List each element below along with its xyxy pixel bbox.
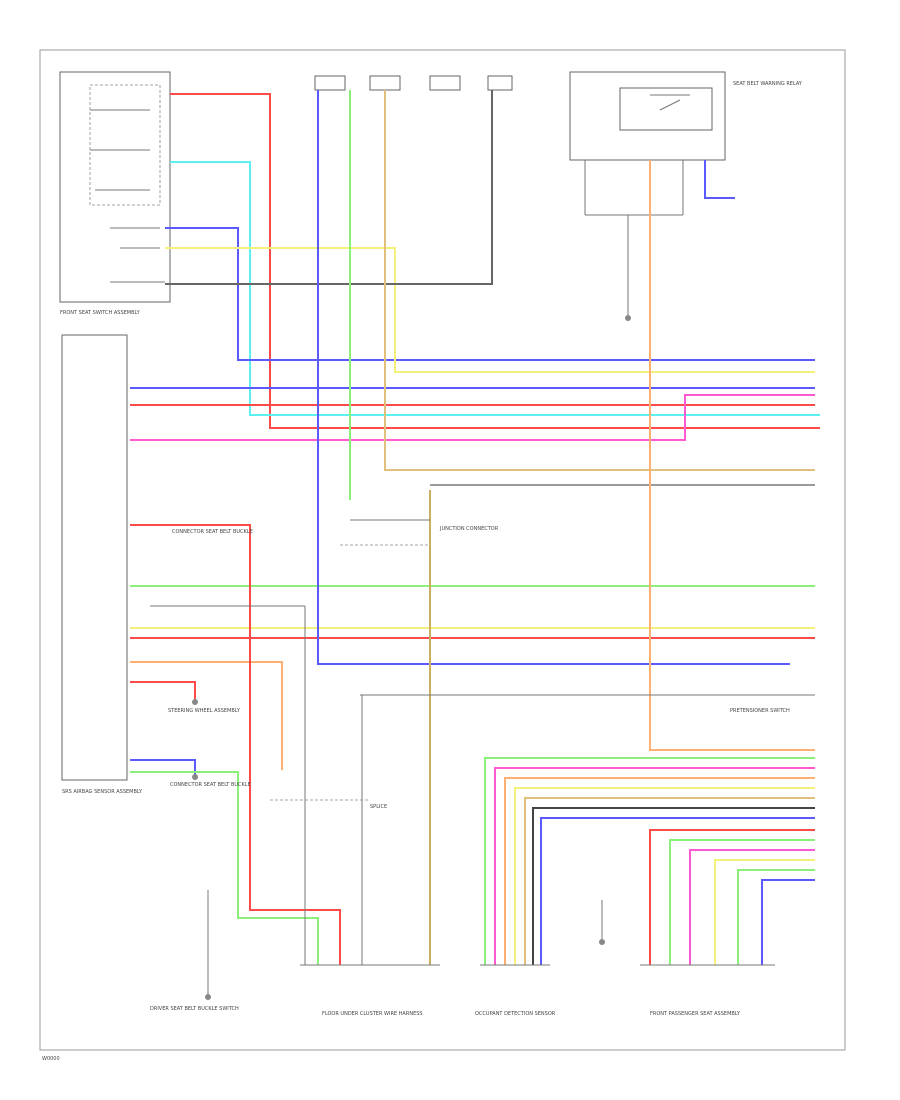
bottom-label-1: FLOOR UNDER CLUSTER WIRE HARNESS — [322, 1011, 423, 1017]
wire-blue-mid — [317, 90, 790, 665]
center-splice-label: SPLICE — [370, 804, 387, 810]
pretensioner-label: PRETENSIONER SWITCH — [730, 708, 790, 714]
front-seat-switch-assembly: FRONT SEAT SWITCH ASSEMBLY — [59, 71, 171, 316]
wire-tan — [384, 90, 815, 471]
ecu-label: SRS AIRBAG SENSOR ASSEMBLY — [62, 789, 143, 795]
srs-airbag-ecu: SRS AIRBAG SENSOR ASSEMBLY — [61, 334, 143, 795]
wire-blue-low — [130, 759, 196, 775]
left-bottom-label: DRIVER SEAT BELT BUCKLE SWITCH — [150, 1006, 239, 1012]
wire-pink-ecu — [130, 394, 815, 441]
bottom-label-2: OCCUPANT DETECTION SENSOR — [475, 1011, 556, 1017]
center-junction-label: JUNCTION CONNECTOR — [439, 526, 499, 532]
page-code: W0000 — [42, 1056, 60, 1062]
wire-black-top — [165, 90, 493, 285]
wire-red-top — [170, 93, 820, 429]
wire-blue-relay — [704, 160, 735, 199]
bottom-label-3: FRONT PASSENGER SEAT ASSEMBLY — [650, 1011, 741, 1017]
wire-red-pin — [130, 681, 196, 700]
diagram-frame — [39, 49, 846, 1051]
front-seat-switch-label: FRONT SEAT SWITCH ASSEMBLY — [60, 310, 141, 316]
wire-cyan — [170, 161, 820, 416]
left-connector-3-label: CONNECTOR SEAT BELT BUCKLE — [170, 782, 251, 788]
wire-red-ecu-drop — [130, 524, 341, 965]
left-connector-1-label: CONNECTOR SEAT BELT BUCKLE — [172, 529, 253, 535]
seat-belt-relay: SEAT BELT WARNING RELAY — [569, 71, 803, 321]
top-connectors — [314, 75, 513, 91]
wire-bus — [130, 90, 820, 965]
left-connector-2-label: STEERING WHEEL ASSEMBLY — [168, 708, 241, 714]
relay-label: SEAT BELT WARNING RELAY — [733, 81, 803, 87]
structure-lines — [150, 519, 815, 1000]
wire-yellow-top — [165, 247, 815, 373]
passenger-harness — [484, 757, 815, 965]
wire-green-low — [130, 771, 319, 965]
wire-orange — [130, 661, 283, 770]
wire-orange-right — [649, 160, 815, 751]
wire-blue-top — [165, 227, 815, 361]
